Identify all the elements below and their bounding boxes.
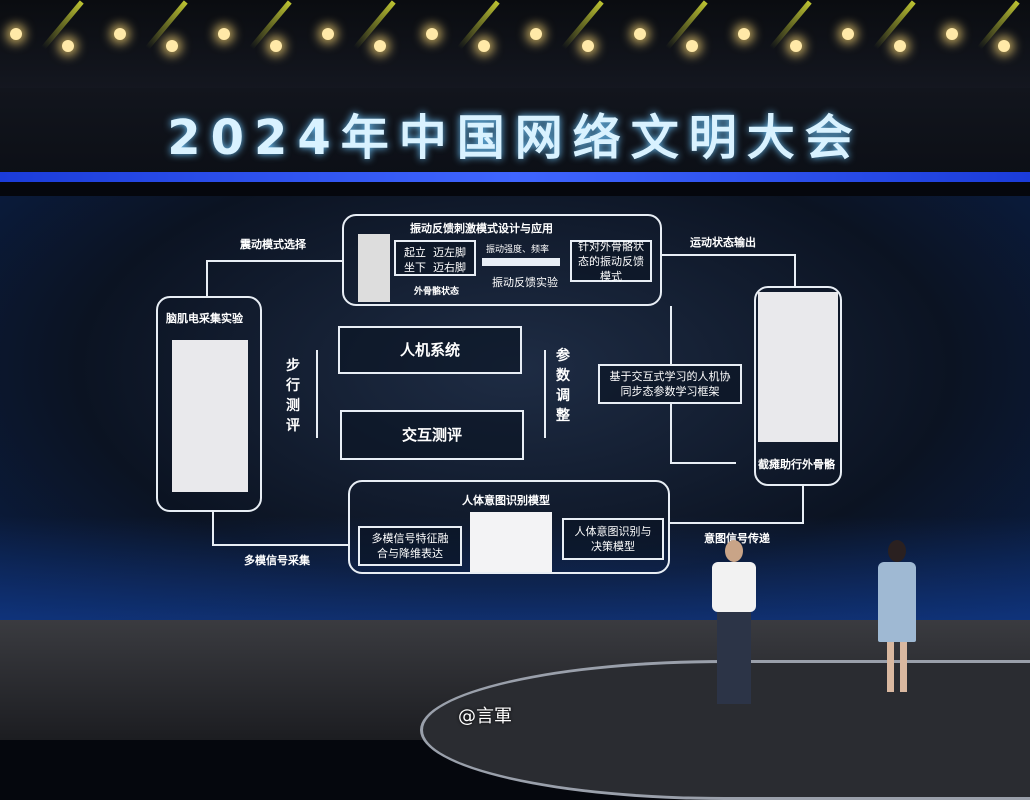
stage-light xyxy=(894,40,906,52)
stage-light xyxy=(218,28,230,40)
stage-light xyxy=(790,40,802,52)
exoskeleton-title: 截瘫助行外骨骼 xyxy=(758,458,835,471)
neural-network-icon xyxy=(470,512,552,572)
connector xyxy=(670,462,736,464)
presenter-man xyxy=(712,540,756,710)
banner-title: 2024年中国网络文明大会 xyxy=(167,110,863,166)
stage-light xyxy=(634,28,646,40)
exoskeleton-thumbnail xyxy=(358,234,390,302)
stage-light xyxy=(686,40,698,52)
walking-eval-label: 步行测评 xyxy=(286,358,300,434)
eeg-box-title: 脑肌电采集实验 xyxy=(166,312,243,325)
stage-light xyxy=(374,40,386,52)
action-left: 迈左脚 xyxy=(433,246,466,259)
vibration-select-label: 震动模式选择 xyxy=(240,238,306,251)
stage-light xyxy=(946,28,958,40)
stage-light xyxy=(426,28,438,40)
action-stand: 起立 xyxy=(404,246,426,259)
presenter-woman xyxy=(878,540,916,696)
stage-light xyxy=(842,28,854,40)
connector xyxy=(670,404,672,464)
stage-light xyxy=(998,40,1010,52)
connector xyxy=(212,512,214,546)
exoskeleton-box xyxy=(754,286,842,486)
framework-box: 基于交互式学习的人机协同步态参数学习框架 xyxy=(598,364,742,404)
connector xyxy=(206,260,344,262)
arrow-label-bottom: 振动反馈实验 xyxy=(492,276,558,289)
states-box: 起立 迈左脚 坐下 迈右脚 xyxy=(394,240,476,276)
presentation-screen: 振动反馈刺激模式设计与应用 起立 迈左脚 坐下 迈右脚 外骨骼状态 振动强度、频… xyxy=(0,196,1030,626)
vibration-box-title: 振动反馈刺激模式设计与应用 xyxy=(410,222,553,235)
arrow-label-top: 振动强度、频率 xyxy=(486,245,550,255)
connector xyxy=(544,350,546,438)
eeg-emg-box xyxy=(156,296,262,512)
feedback-mode-box: 针对外骨骼状态的振动反馈模式 xyxy=(570,240,652,283)
stage-light xyxy=(270,40,282,52)
stage-light xyxy=(62,40,74,52)
action-sit: 坐下 xyxy=(404,261,426,274)
motion-output-label: 运动状态输出 xyxy=(690,236,756,249)
stage-light xyxy=(10,28,22,40)
human-machine-system-box: 人机系统 xyxy=(338,326,522,374)
stage-light xyxy=(166,40,178,52)
stage-light xyxy=(478,40,490,52)
connector xyxy=(670,306,672,364)
banner-led-strip xyxy=(0,172,1030,182)
intent-model-box xyxy=(348,480,670,574)
connector xyxy=(662,254,794,256)
intent-box-title: 人体意图识别模型 xyxy=(462,494,550,507)
connector xyxy=(206,260,208,298)
stage-light xyxy=(738,28,750,40)
action-right: 迈右脚 xyxy=(433,261,466,274)
connector xyxy=(802,486,804,524)
connector xyxy=(670,522,802,524)
stage-light xyxy=(530,28,542,40)
decision-model-box: 人体意图识别与决策模型 xyxy=(562,518,664,560)
connector xyxy=(212,544,350,546)
exoskeleton-photo xyxy=(758,292,838,442)
feature-fusion-box: 多模信号特征融合与降维表达 xyxy=(358,526,462,566)
intent-transfer-label: 意图信号传递 xyxy=(704,532,770,545)
vibration-feedback-box xyxy=(342,214,662,306)
interaction-eval-box: 交互测评 xyxy=(340,410,524,460)
subject-photo xyxy=(172,340,248,492)
param-adjust-label: 参数调整 xyxy=(556,348,570,424)
states-caption: 外骨骼状态 xyxy=(414,287,460,297)
arrow-right-icon xyxy=(482,258,560,266)
stage-light xyxy=(114,28,126,40)
connector xyxy=(316,350,318,438)
connector xyxy=(794,254,796,288)
watermark: @言軍 xyxy=(458,706,512,727)
banner xyxy=(0,88,1030,178)
stage-light xyxy=(582,40,594,52)
signal-collect-label: 多模信号采集 xyxy=(244,554,310,567)
stage-light xyxy=(322,28,334,40)
